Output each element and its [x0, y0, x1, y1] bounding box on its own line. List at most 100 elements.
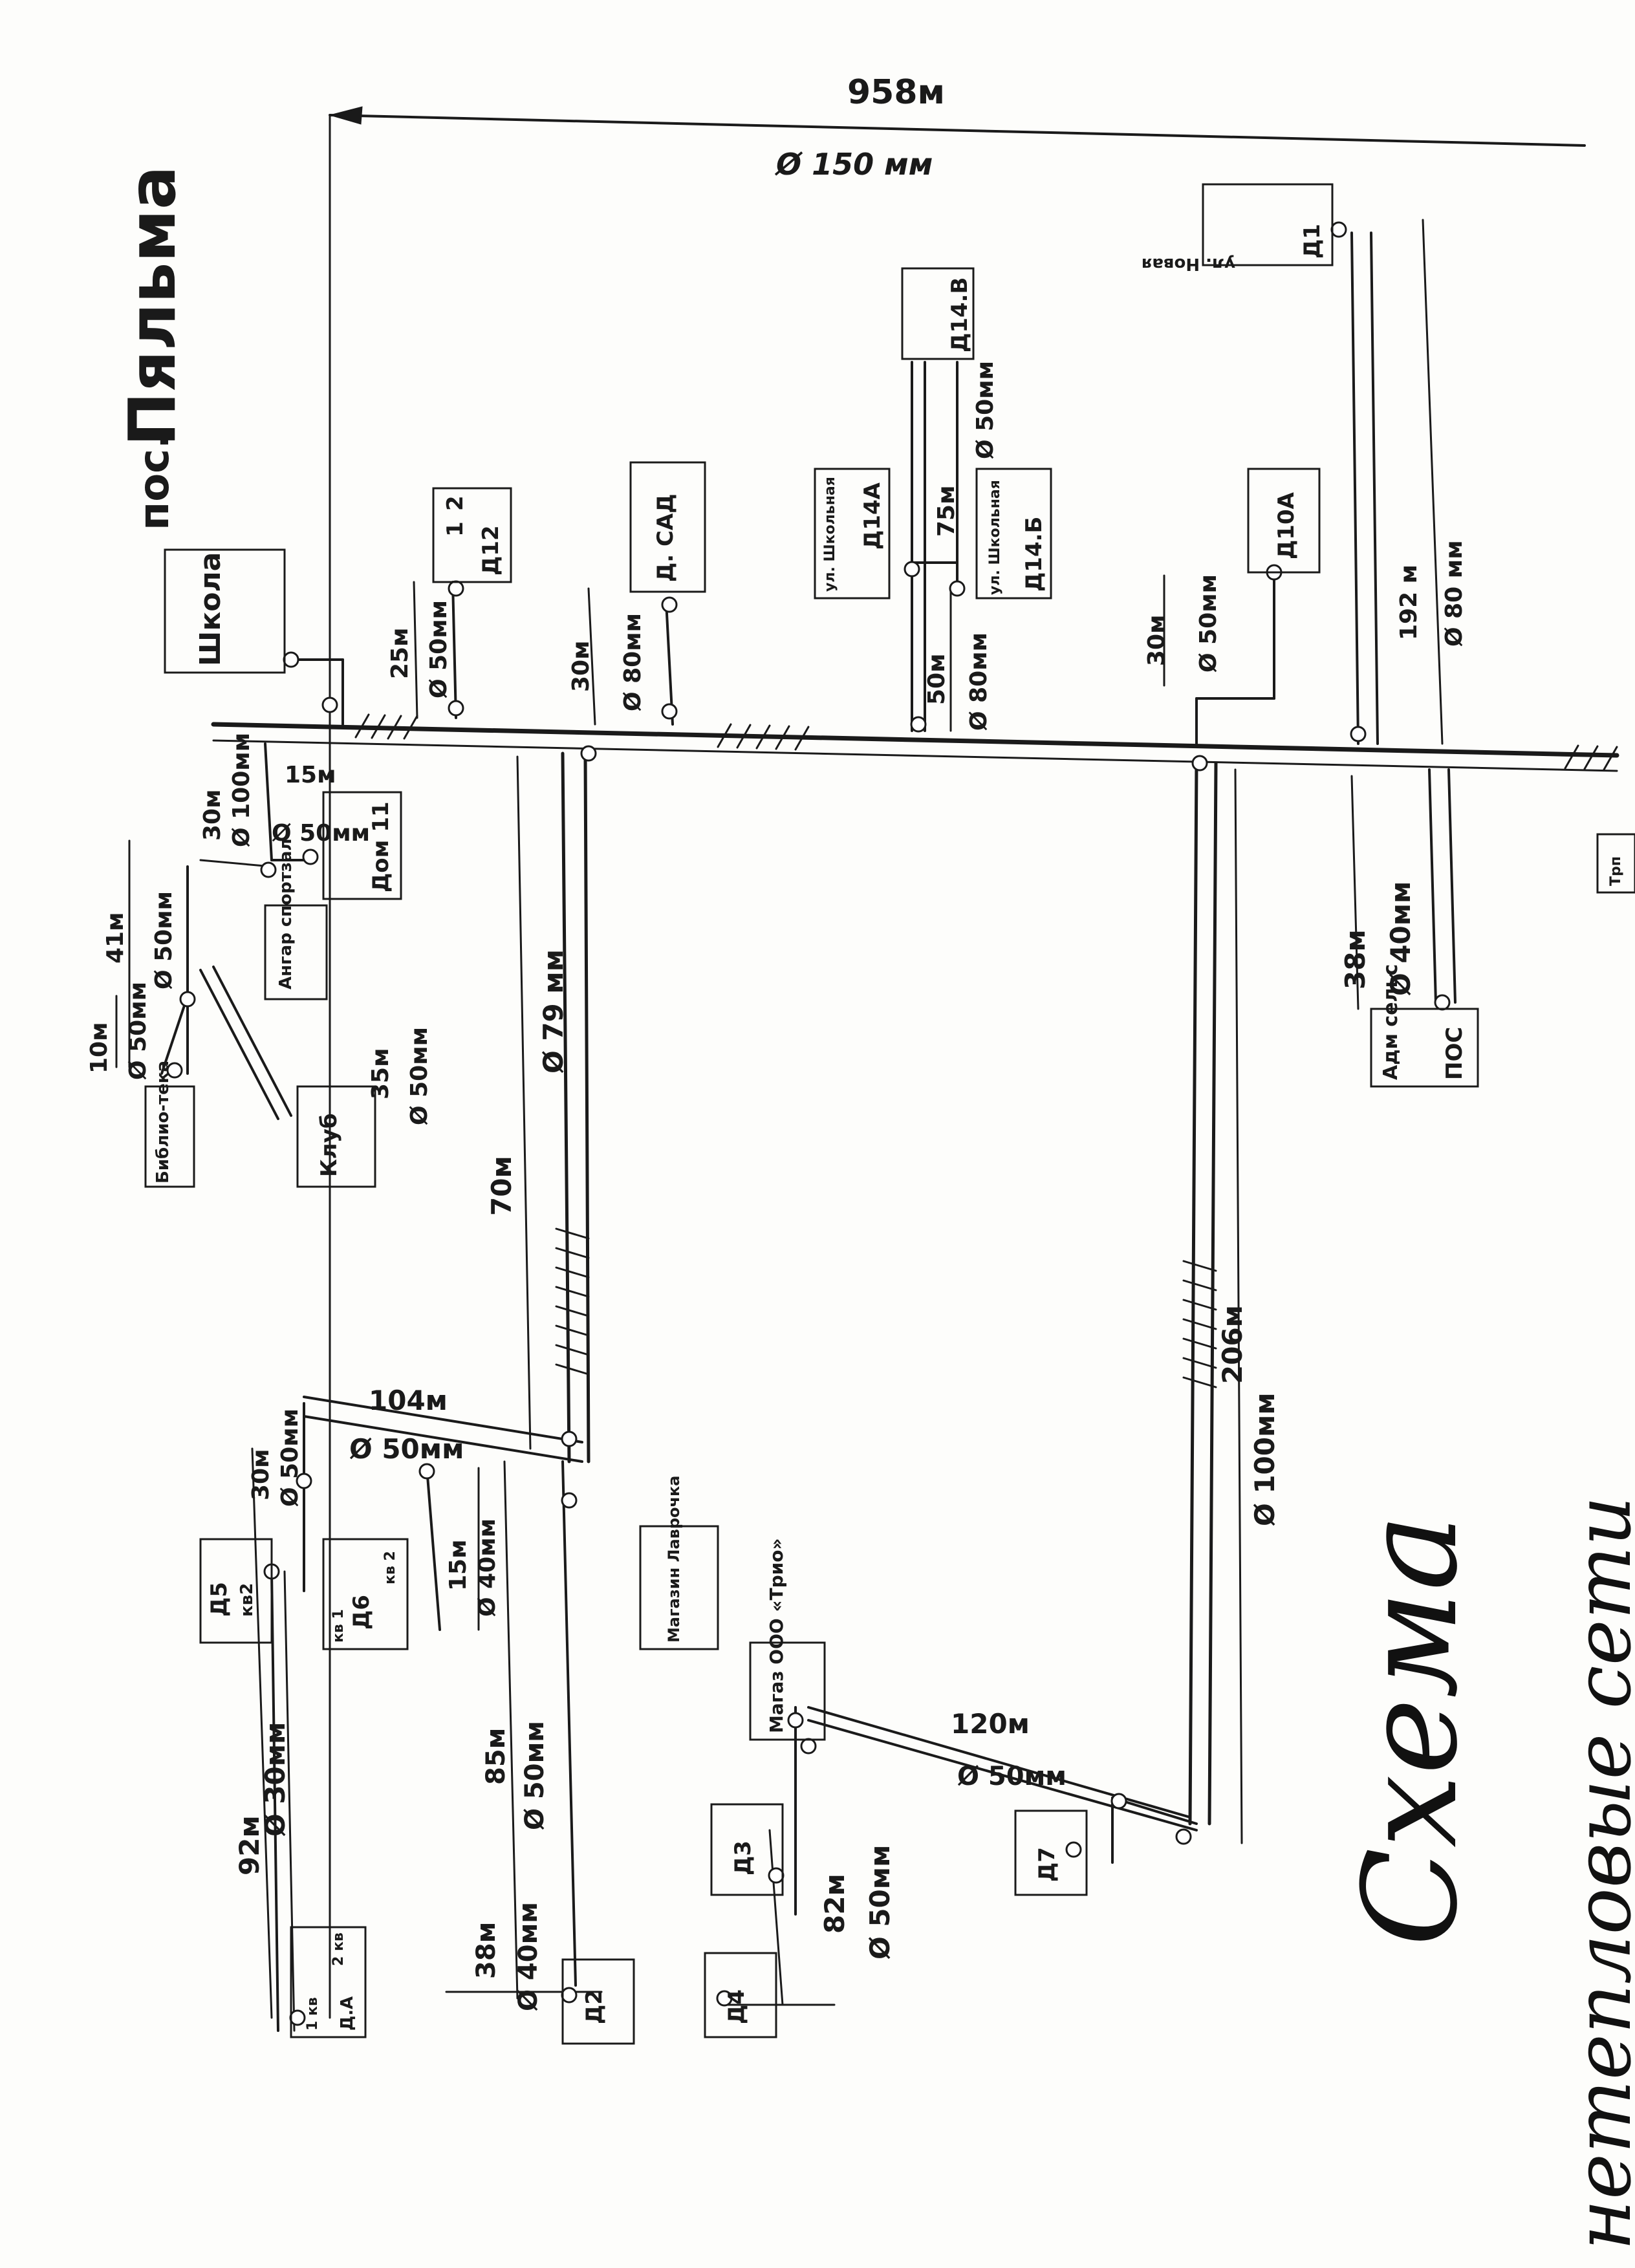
- margin-text: нетепловые сети: [1559, 1496, 1635, 2251]
- branch-diameter: Ø 50мм: [957, 1762, 1067, 1791]
- dom11-box: [322, 791, 402, 900]
- shop2-box: [749, 1641, 826, 1741]
- pipe-hatching: [354, 713, 1618, 771]
- d4-label: Д4: [724, 1989, 750, 2024]
- d1-box: [1202, 183, 1334, 266]
- d10a-box: [1247, 468, 1321, 574]
- valve-icons: [166, 221, 1451, 2026]
- d14b-label: Д14.Б: [1021, 517, 1047, 592]
- d2-box: [561, 1958, 635, 2045]
- d4-box: [704, 1952, 777, 2038]
- shop2-label: Магаз ООО «Трио»: [766, 1538, 787, 1733]
- d14a-box: [814, 468, 891, 599]
- scheme-title: Схема: [1336, 1514, 1486, 1947]
- branch-length: 35м: [367, 1048, 394, 1099]
- branch-diameter: Ø 40мм: [1385, 881, 1416, 996]
- branch-diameter: Ø 79 мм: [537, 949, 569, 1074]
- branch-length: 85м: [481, 1728, 511, 1785]
- branch-length: 30м: [568, 640, 594, 692]
- library-box: [144, 1085, 195, 1188]
- settlement-name: Пяльма: [114, 166, 190, 446]
- branch-length: 30м: [248, 1449, 274, 1500]
- d12-box: [432, 487, 512, 583]
- d7-label: Д7: [1034, 1847, 1060, 1882]
- club-label: Клуб: [316, 1113, 342, 1177]
- dom11-label: Дом 11: [368, 801, 394, 892]
- dA-box: [290, 1926, 367, 2038]
- branch-diameter: Ø 50мм: [864, 1845, 896, 1960]
- branch-diameter: Ø 50мм: [406, 1027, 433, 1125]
- main-pipe-lower: [212, 739, 1618, 772]
- branch-diameter: Ø 30мм: [259, 1722, 291, 1837]
- d14a-label: Д14А: [860, 482, 885, 550]
- d5-box: [199, 1538, 273, 1644]
- branch-length: 82м: [819, 1874, 850, 1934]
- branch-length: 41м: [102, 912, 129, 964]
- branch-length: 15м: [445, 1539, 471, 1591]
- building-boxes: [144, 183, 1635, 2045]
- branch-diameter: Ø 40мм: [514, 1902, 543, 2011]
- main-pipe: [211, 722, 1619, 758]
- d6-label: Д6: [349, 1595, 374, 1630]
- arrow-icon: [329, 106, 363, 125]
- d12-apt-label: 1: [442, 521, 468, 537]
- dA-label: Д.А: [338, 1996, 357, 2031]
- admin-box: [1370, 1008, 1479, 1088]
- branch-diameter: Ø 40мм: [474, 1518, 501, 1617]
- branch-length: 50м: [924, 653, 950, 705]
- main-length: 958м: [847, 73, 945, 112]
- branch-diameter: Ø 50мм: [277, 1409, 303, 1507]
- d1-label: Д1: [1299, 224, 1325, 259]
- d7-box: [1014, 1809, 1088, 1896]
- branch-diameter: Ø 50мм: [272, 820, 370, 847]
- admin-label: Адм сельс: [1380, 964, 1402, 1080]
- kindergarten-label: Д. САД: [653, 493, 678, 582]
- branch-length: 30м: [199, 789, 226, 841]
- main-line-958: [329, 114, 1586, 147]
- branch-diameter: Ø 80 мм: [1441, 540, 1467, 647]
- d12-label: Д12: [478, 525, 504, 576]
- d10a-label: Д10А: [1273, 491, 1299, 559]
- branch-length: 38м: [471, 1922, 501, 1979]
- d6-apt-label: кв 1: [330, 1609, 347, 1643]
- branch-length: 120м: [951, 1708, 1030, 1740]
- d3-box: [710, 1803, 784, 1896]
- post-label: ПОС: [1442, 1027, 1467, 1080]
- club-box: [296, 1085, 376, 1188]
- school-box: [164, 548, 286, 674]
- branch-length: 192 м: [1396, 565, 1422, 640]
- main-diameter: Ø 150 мм: [774, 147, 933, 182]
- shop1-box: [639, 1525, 719, 1650]
- d6-box: [322, 1538, 409, 1650]
- branch-length: 30м: [1143, 614, 1170, 666]
- branch-length: 206м: [1217, 1305, 1248, 1384]
- branch-length: 104м: [369, 1385, 448, 1416]
- kindergarten-box: [629, 461, 706, 593]
- d5-apt-label: кв2: [237, 1583, 257, 1617]
- branch-diameter: Ø 50мм: [426, 600, 452, 698]
- branch-diameter: Ø 50мм: [125, 982, 151, 1080]
- street-label: ул. Школьная: [822, 477, 838, 592]
- branch-diameter: Ø 50мм: [520, 1721, 550, 1830]
- hangar-label: Ангар спортзал: [276, 839, 296, 990]
- branch-length: 70м: [486, 1156, 517, 1216]
- d2-label: Д2: [581, 1989, 607, 2024]
- d6-apt-label: кв 2: [382, 1551, 398, 1584]
- branch-diameter: Ø 50мм: [972, 361, 999, 459]
- branch-length: 38м: [1339, 929, 1371, 989]
- branch-length: 25м: [387, 627, 413, 679]
- dA-apt-label: 1 кв: [305, 1997, 321, 2031]
- d5-label: Д5: [206, 1582, 232, 1617]
- shop1-label: Магазин Лаврочка: [665, 1476, 683, 1643]
- library-label: Библио-тека: [153, 1061, 173, 1183]
- street-label: ул. Новая: [1142, 254, 1235, 274]
- d12-apt-label: 2: [442, 495, 468, 511]
- branch-diameter: Ø 100мм: [228, 733, 255, 847]
- branch-diameter: Ø 50мм: [349, 1433, 464, 1465]
- dA-apt-label: 2 кв: [330, 1932, 347, 1966]
- branch-diameter: Ø 80мм: [966, 632, 992, 731]
- branch-length: 75м: [933, 485, 960, 537]
- branch-diameter: Ø 80мм: [620, 613, 646, 711]
